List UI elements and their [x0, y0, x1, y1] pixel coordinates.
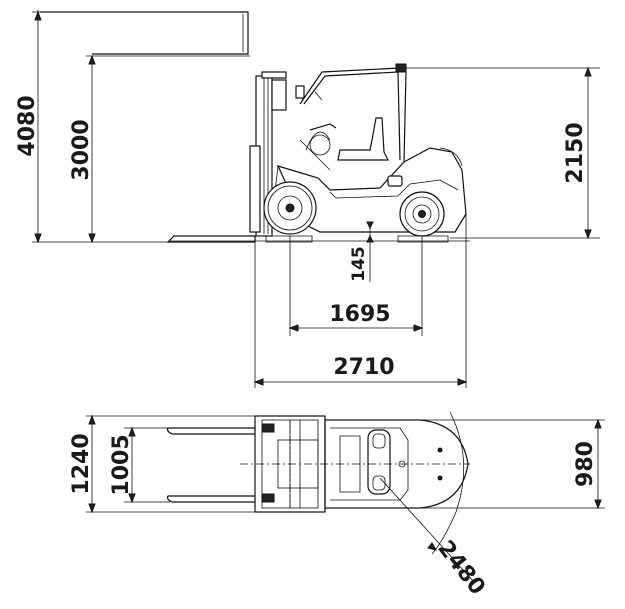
- dimension-label-980: 980: [573, 441, 598, 487]
- dimension-overall-length: 2710: [253, 214, 468, 388]
- dimension-ground-clearance: 145: [349, 221, 374, 282]
- forks-top: [166, 427, 256, 503]
- raised-fork-outline: [40, 11, 249, 55]
- dimension-lift-height: 3000: [69, 54, 250, 244]
- fork-lowered: [166, 235, 256, 243]
- dimension-label-4080: 4080: [15, 95, 40, 156]
- cabin: [295, 63, 407, 171]
- top-view: 1240 1005 980 2480: [69, 411, 605, 600]
- dimension-turning-radius: 2480: [379, 411, 490, 600]
- dimension-overall-width: 980: [420, 418, 605, 510]
- dimension-overall-height: 2150: [406, 66, 600, 240]
- dimension-label-2710: 2710: [333, 355, 394, 380]
- dimension-label-1005: 1005: [109, 434, 134, 495]
- side-view: 4080 3000: [15, 10, 600, 388]
- dimension-label-2480: 2480: [432, 536, 489, 600]
- dimension-wheelbase: 1695: [288, 236, 424, 336]
- dimension-max-lift-height: 4080: [15, 10, 248, 244]
- front-wheel: [263, 181, 317, 243]
- rear-wheel: [397, 191, 449, 243]
- dimension-label-1240: 1240: [69, 433, 94, 494]
- body-top: [324, 419, 469, 509]
- dimension-label-1695: 1695: [329, 302, 390, 327]
- dimension-label-2150: 2150: [563, 122, 588, 183]
- dimension-label-145: 145: [349, 246, 369, 282]
- dimension-label-3000: 3000: [69, 119, 94, 180]
- dimension-fork-outer-width: 1240: [69, 414, 255, 514]
- dimension-fork-inner-width: 1005: [109, 426, 170, 504]
